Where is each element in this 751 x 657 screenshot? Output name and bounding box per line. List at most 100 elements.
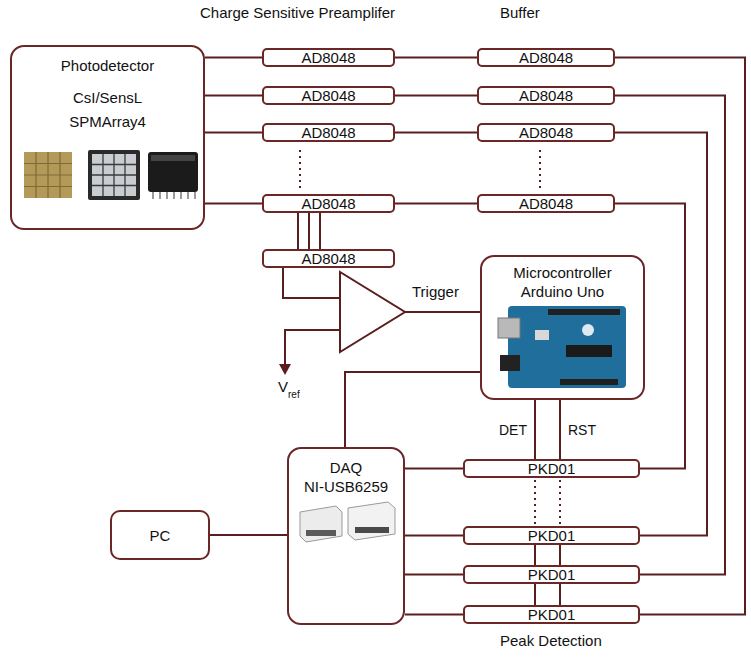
trigger-wire bbox=[405, 311, 480, 313]
ellipsis-dots bbox=[299, 150, 301, 188]
preamp-box: AD8048 bbox=[262, 123, 395, 142]
signal-wire bbox=[615, 204, 685, 469]
ellipsis-dots bbox=[539, 150, 541, 188]
box-title: Microcontroller bbox=[513, 263, 611, 282]
box-subtitle: CsI/SensL SPMArray4 bbox=[58, 86, 158, 134]
daq-device bbox=[300, 502, 395, 542]
box-title: AD8048 bbox=[519, 87, 573, 104]
box-title: PKD01 bbox=[528, 566, 576, 583]
header-pins bbox=[548, 309, 620, 315]
box-title: AD8048 bbox=[301, 87, 355, 104]
signal-wire bbox=[615, 58, 745, 615]
section-label: Peak Detection bbox=[500, 632, 602, 649]
det-dots bbox=[534, 480, 536, 525]
preamp-box: AD8048 bbox=[262, 194, 395, 213]
rst-dots bbox=[559, 480, 561, 525]
signal-wire bbox=[405, 535, 463, 537]
signal-wire bbox=[559, 400, 561, 459]
signal-wire bbox=[405, 614, 463, 616]
buffer-box: AD8048 bbox=[477, 123, 615, 142]
signal-subscript: ref bbox=[288, 389, 300, 401]
signal-name: RST bbox=[568, 422, 596, 438]
sum-wire bbox=[283, 268, 340, 298]
vref-arrowhead bbox=[279, 364, 291, 375]
peak-detector-box: PKD01 bbox=[463, 605, 640, 624]
box-title: PKD01 bbox=[528, 527, 576, 544]
signal-wire bbox=[395, 203, 477, 205]
signal-wire bbox=[205, 95, 262, 97]
signal-wire bbox=[395, 132, 477, 134]
box-subtitle: NI-USB6259 bbox=[304, 477, 388, 496]
signal-name: V bbox=[278, 378, 288, 395]
module-pins bbox=[153, 192, 195, 199]
signal-wire bbox=[405, 468, 463, 470]
power-jack bbox=[500, 355, 520, 371]
buffer-box: AD8048 bbox=[477, 194, 615, 213]
vref-wire bbox=[285, 330, 340, 365]
signal-wire bbox=[345, 372, 480, 447]
signal-wire bbox=[405, 574, 463, 576]
usb-port bbox=[498, 318, 520, 338]
column-heading: Buffer bbox=[500, 4, 540, 21]
box-title: AD8048 bbox=[301, 124, 355, 141]
box-title: PKD01 bbox=[528, 606, 576, 623]
crystal bbox=[535, 330, 549, 340]
daq-front bbox=[355, 527, 389, 533]
box-title: AD8048 bbox=[519, 195, 573, 212]
signal-wire bbox=[615, 96, 725, 575]
signal-wire bbox=[615, 133, 707, 536]
box-title: AD8048 bbox=[519, 49, 573, 66]
sipm-die bbox=[24, 152, 72, 198]
column-heading: Charge Sensitive Preamplifer bbox=[200, 4, 395, 21]
preamp-box: AD8048 bbox=[262, 86, 395, 105]
signal-wire bbox=[319, 213, 321, 249]
logo-mark bbox=[582, 324, 594, 336]
sipm-grid bbox=[24, 152, 72, 198]
package-window bbox=[92, 154, 136, 196]
summing-amp-box: AD8048 bbox=[262, 249, 395, 268]
signal-wire bbox=[534, 400, 536, 459]
signal-wire bbox=[205, 132, 262, 134]
module-body bbox=[148, 152, 198, 192]
daq-unit bbox=[300, 506, 342, 542]
signal-name: DET bbox=[499, 422, 527, 438]
preamp-box: AD8048 bbox=[262, 48, 395, 67]
sipm-module bbox=[148, 152, 198, 199]
signal-wire bbox=[395, 57, 477, 59]
box-title: PC bbox=[150, 527, 171, 544]
box-title: AD8048 bbox=[519, 124, 573, 141]
daq-box: DAQNI-USB6259 bbox=[287, 447, 405, 625]
detector-box: PhotodetectorCsI/SensL SPMArray4 bbox=[10, 45, 205, 230]
module-top bbox=[151, 155, 195, 161]
box-title: DAQ bbox=[330, 458, 363, 477]
arduino-board bbox=[498, 306, 626, 388]
box-title: AD8048 bbox=[301, 250, 355, 267]
sipm-array-package bbox=[88, 150, 140, 200]
signal-wire bbox=[308, 213, 310, 249]
signal-wire bbox=[205, 57, 262, 59]
box-title: Photodetector bbox=[61, 57, 154, 74]
peak-detector-box: PKD01 bbox=[463, 565, 640, 584]
box-subtitle: Arduino Uno bbox=[521, 282, 604, 301]
daq-front bbox=[306, 530, 336, 536]
peak-detector-box: PKD01 bbox=[463, 526, 640, 545]
signal-wire bbox=[297, 213, 299, 249]
comparator-symbol bbox=[340, 272, 405, 352]
board-pcb bbox=[508, 306, 626, 388]
daq-unit bbox=[348, 502, 395, 540]
signal-wire bbox=[395, 95, 477, 97]
box-title: AD8048 bbox=[301, 49, 355, 66]
pc-box: PC bbox=[110, 510, 210, 560]
signal-wire bbox=[205, 203, 262, 205]
header-pins bbox=[560, 379, 618, 385]
signal-name: Trigger bbox=[412, 283, 459, 300]
buffer-box: AD8048 bbox=[477, 48, 615, 67]
sipm-gold-array bbox=[24, 152, 72, 198]
buffer-box: AD8048 bbox=[477, 86, 615, 105]
package-grid bbox=[92, 154, 136, 196]
mcu-chip bbox=[566, 345, 612, 357]
box-title: AD8048 bbox=[301, 195, 355, 212]
microcontroller-box: MicrocontrollerArduino Uno bbox=[480, 255, 645, 400]
box-title: PKD01 bbox=[528, 460, 576, 477]
